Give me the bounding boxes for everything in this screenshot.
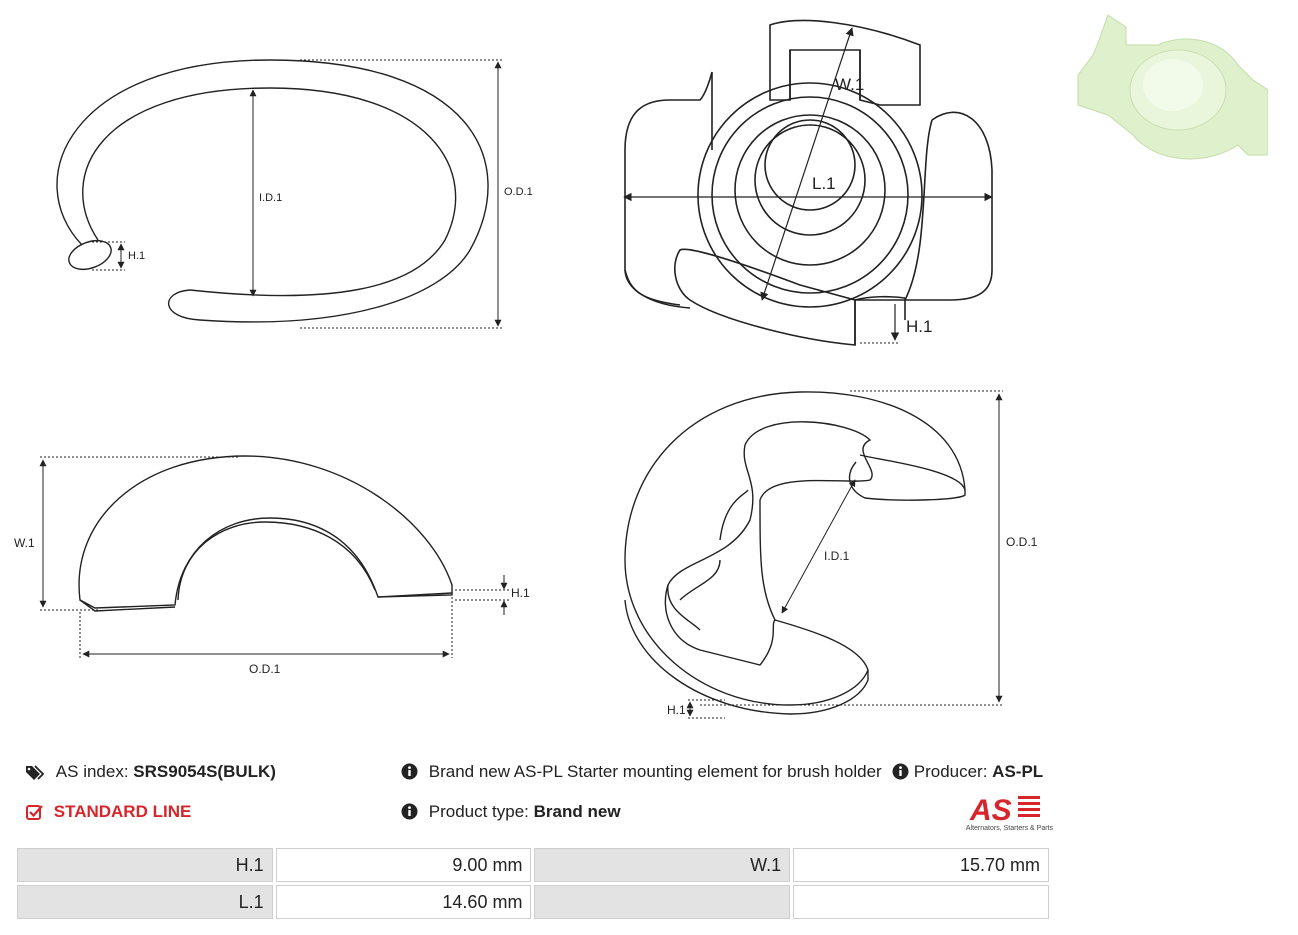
top-h-label: H.1	[906, 317, 932, 336]
producer: Producer: AS-PL	[892, 761, 1043, 783]
product-type: Product type: Brand new	[401, 801, 621, 823]
check-square-icon	[26, 805, 43, 820]
spec-key: H.1	[17, 848, 273, 882]
arch-drawing	[39, 455, 510, 658]
top-w-label: W.1	[835, 75, 864, 94]
logo-tagline: Alternators, Starters & Parts	[966, 825, 1054, 832]
producer-value: AS-PL	[992, 762, 1044, 781]
arch-od-label: O.D.1	[249, 662, 281, 676]
spec-value	[793, 885, 1049, 919]
top-l-label: L.1	[812, 174, 836, 193]
spec-key	[534, 885, 791, 919]
producer-label: Producer:	[913, 762, 988, 781]
info-icon	[401, 803, 418, 820]
product-type-value: Brand new	[533, 802, 621, 821]
as-index-value: SRS9054S(BULK)	[133, 762, 276, 781]
as-logo: AS Alternators, Starters & Parts	[966, 794, 1054, 832]
ring-drawing	[56, 59, 502, 329]
tags-icon	[26, 765, 45, 780]
info-icon	[401, 763, 418, 780]
as-index: AS index: SRS9054S(BULK)	[26, 761, 276, 783]
logo-mark: AS	[969, 794, 1012, 827]
product-type-label: Product type:	[428, 802, 529, 821]
ring-od-label: O.D.1	[504, 186, 533, 198]
spec-value: 14.60 mm	[275, 885, 532, 919]
product-photo	[1077, 14, 1268, 160]
spec-value: 9.00 mm	[275, 848, 532, 882]
ring-id-label: I.D.1	[259, 192, 282, 204]
standard-line-badge: STANDARD LINE	[26, 801, 191, 823]
table-row: L.1 14.60 mm	[17, 885, 1049, 919]
spec-table: H.1 9.00 mm W.1 15.70 mm L.1 14.60 mm	[14, 845, 1052, 922]
spec-key: W.1	[534, 848, 791, 882]
ring-h-label: H.1	[128, 250, 145, 262]
spec-key: L.1	[17, 885, 273, 919]
c-od-label: O.D.1	[1006, 535, 1038, 549]
as-index-label: AS index:	[55, 762, 129, 781]
description-text: Brand new AS-PL Starter mounting element…	[428, 762, 882, 781]
arch-w-label: W.1	[14, 536, 35, 550]
table-row: H.1 9.00 mm W.1 15.70 mm	[17, 848, 1049, 882]
info-icon	[892, 763, 909, 780]
c-shape-drawing	[624, 390, 1003, 719]
top-view-drawing	[623, 19, 993, 346]
technical-drawing: I.D.1 O.D.1 H.1 W.1 L.1 H.1	[14, 19, 1038, 719]
c-h-label: H.1	[667, 703, 686, 717]
arch-h-label: H.1	[511, 586, 530, 600]
standard-line-label: STANDARD LINE	[53, 802, 192, 821]
spec-value: 15.70 mm	[793, 848, 1049, 882]
description: Brand new AS-PL Starter mounting element…	[401, 761, 882, 783]
c-id-label: I.D.1	[824, 549, 850, 563]
